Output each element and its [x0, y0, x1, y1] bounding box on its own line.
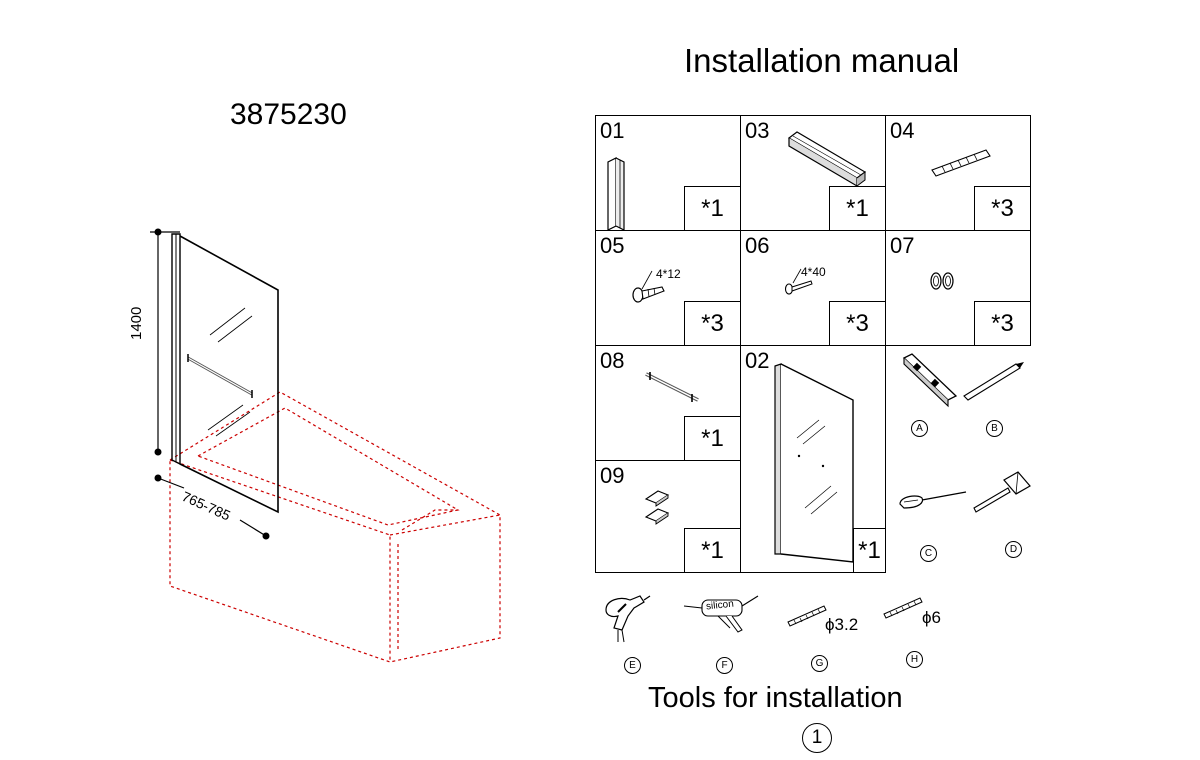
quantity-badge: *1: [829, 186, 885, 230]
towel-bar-icon: [645, 372, 699, 402]
drill-bit-g-size: ϕ3.2: [825, 615, 859, 634]
part-number: 07: [890, 233, 915, 258]
screw-spec-label: 4*40: [801, 265, 826, 279]
tool-letter-f: F: [716, 657, 733, 674]
quantity-badge: *1: [684, 186, 740, 230]
spirit-level-icon: [902, 353, 958, 408]
quantity-badge: *3: [974, 301, 1030, 345]
tools-caption: Tools for installation: [648, 682, 903, 714]
tool-letter-a: A: [911, 420, 928, 437]
silicone-gun-icon: [683, 595, 759, 633]
part-cell-07: 07 *3: [885, 230, 1031, 346]
wall-plug-icon: [931, 149, 991, 177]
part-cell-04: 04 *3: [885, 115, 1031, 231]
part-cell-09: 09 *1: [595, 460, 741, 573]
screwdriver-icon: [899, 491, 967, 509]
quantity-badge: *3: [684, 301, 740, 345]
screw-spec-label: 4*12: [656, 267, 681, 281]
part-number: 09: [600, 463, 625, 488]
part-number: 01: [600, 118, 625, 143]
brackets-icon: [644, 490, 670, 525]
part-number: 05: [600, 233, 625, 258]
part-number: 02: [745, 348, 770, 373]
page-title: Installation manual: [684, 42, 960, 79]
part-number: 06: [745, 233, 770, 258]
tool-letter-b: B: [986, 420, 1003, 437]
drill-bit-h-size: ϕ6: [922, 608, 941, 627]
step-number-badge: 1: [802, 723, 832, 753]
height-dimension-label: 1400: [128, 306, 145, 340]
tool-letter-h: H: [906, 651, 923, 668]
pencil-icon: [963, 362, 1024, 401]
hammer-icon: [973, 471, 1031, 513]
quantity-badge: *3: [974, 186, 1030, 230]
part-cell-03: 03 *1: [740, 115, 886, 231]
cap-rings-icon: [930, 272, 954, 290]
tool-letter-d: D: [1005, 541, 1022, 558]
tool-letter-g: G: [811, 655, 828, 672]
power-drill-icon: [605, 595, 651, 643]
quantity-badge: *1: [853, 528, 885, 572]
part-cell-05: 05 4*12 *3: [595, 230, 741, 346]
part-cell-02: 02 *1: [740, 345, 886, 573]
part-number: 08: [600, 348, 625, 373]
bath-screen-drawing: [150, 228, 501, 663]
quantity-badge: *3: [829, 301, 885, 345]
wall-profile-icon: [787, 131, 867, 188]
model-number: 3875230: [230, 98, 347, 131]
glass-panel-icon: [774, 363, 854, 563]
drill-bit-large-icon: [883, 597, 923, 619]
part-number: 04: [890, 118, 915, 143]
tool-letter-e: E: [624, 657, 641, 674]
short-screw-icon: [632, 270, 665, 303]
part-cell-06: 06 4*40 *3: [740, 230, 886, 346]
part-number: 03: [745, 118, 770, 143]
quantity-badge: *1: [684, 528, 740, 572]
part-cell-08: 08 *1: [595, 345, 741, 461]
long-screw-icon: [784, 268, 813, 295]
vertical-profile-icon: [607, 157, 625, 231]
quantity-badge: *1: [684, 416, 740, 460]
drill-bit-small-icon: [787, 605, 827, 627]
tool-letter-c: C: [920, 545, 937, 562]
part-cell-01: 01 *1: [595, 115, 741, 231]
